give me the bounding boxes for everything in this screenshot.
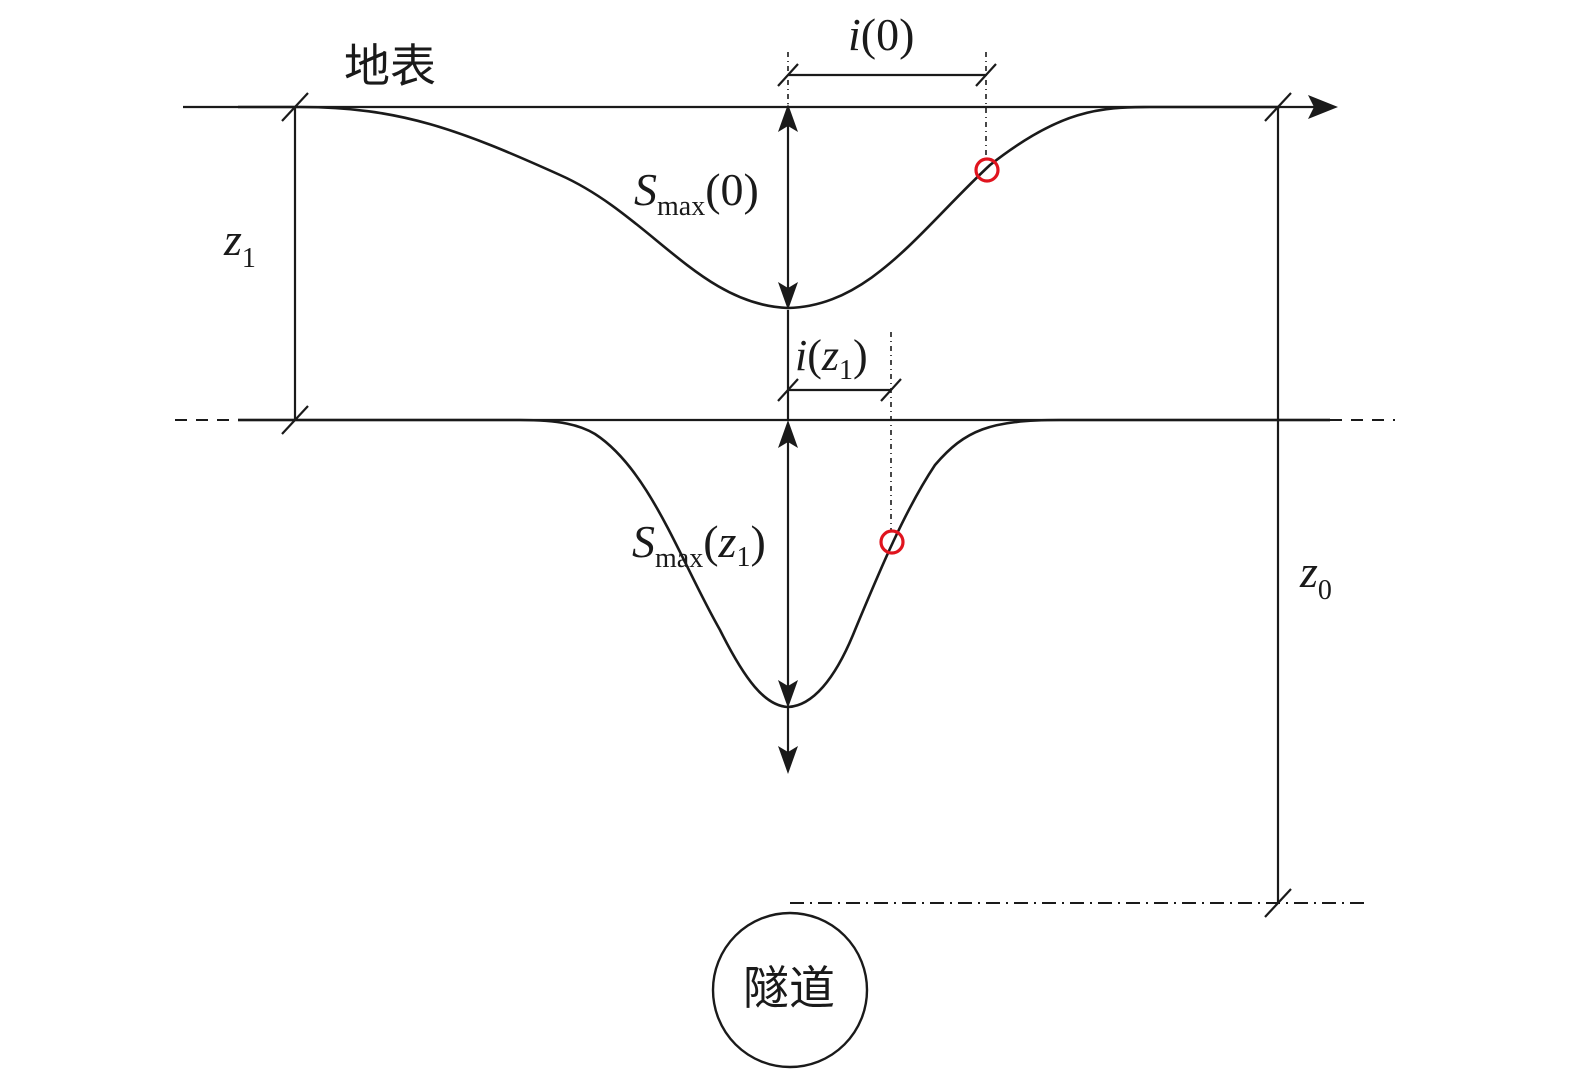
z1-bottom-tick [281,405,309,435]
iz1-label: i(z1) [795,331,868,386]
subsurface-settlement-curve [238,418,1330,709]
smax0-arrowhead-down [778,282,798,310]
i0-label: i(0) [848,9,914,60]
smax0-label: Smax(0) [634,164,759,222]
i0-left-tick [777,63,799,87]
tunnel-label: 隧道 [743,961,835,1015]
smaxz1-label: Smax(z1) [632,516,766,574]
surface-inflection-marker [974,157,1000,183]
smax0-arrowhead-up [778,104,798,132]
subsurface-inflection-marker [879,529,905,555]
smaxz1-arrowhead-down [778,680,798,708]
z1-top-tick [281,92,309,122]
z0-top-tick [1264,92,1292,122]
iz1-right-tick [880,378,902,402]
surface-settlement-curve [238,105,1280,310]
z1-label: z1 [223,214,256,274]
iz1-left-tick [777,378,799,402]
tunnel-circle [711,911,869,1069]
tunnel-direction-arrowhead [778,746,798,774]
i0-right-tick [975,63,997,87]
z0-label: z0 [1299,546,1332,606]
axis-arrowhead [1308,95,1338,119]
surface-label: 地表 [344,39,436,93]
smaxz1-arrowhead-up [778,420,798,448]
